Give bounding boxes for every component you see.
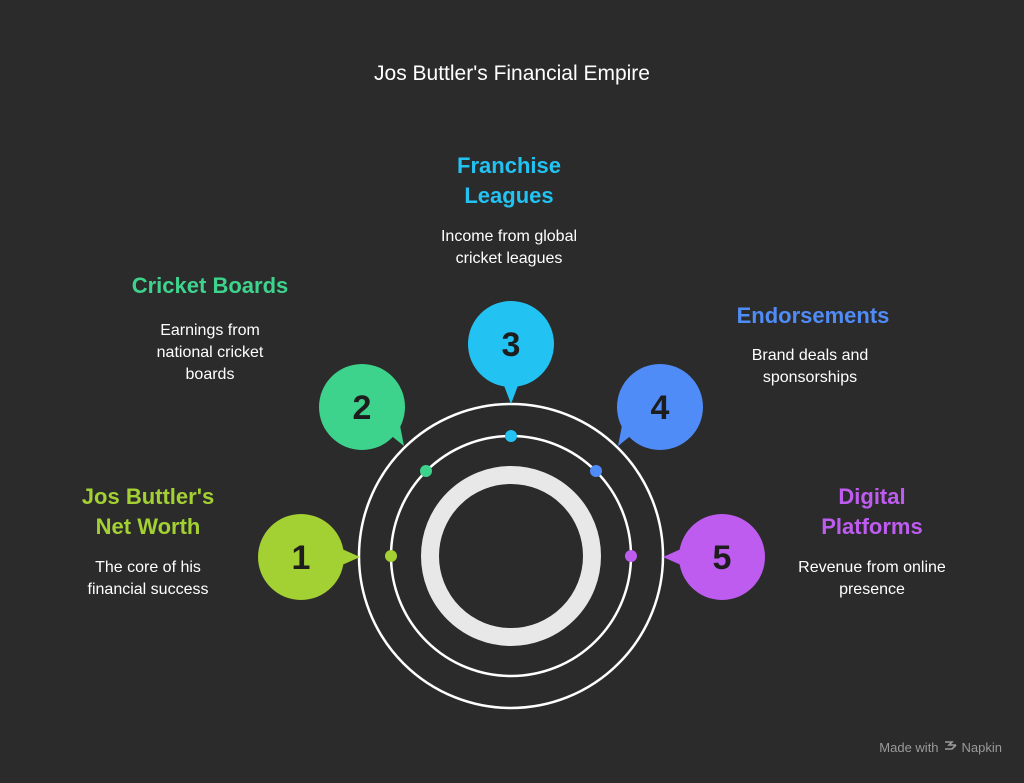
bubble-2: 2 bbox=[319, 364, 405, 450]
item-1-desc: The core of his financial success bbox=[48, 557, 248, 601]
item-5-desc-line1: Revenue from online bbox=[798, 559, 946, 576]
core-ring bbox=[421, 466, 601, 646]
item-1-desc-line2: financial success bbox=[87, 581, 209, 598]
made-with-napkin[interactable]: Made with Napkin bbox=[879, 739, 1002, 755]
item-1-desc-line1: The core of his bbox=[95, 559, 201, 576]
item-1-label: Jos Buttler's Net Worth bbox=[48, 482, 248, 542]
item-4-label-line1: Endorsements bbox=[736, 303, 890, 328]
bubble-5: 5 bbox=[663, 514, 765, 600]
item-3-label-line1: Franchise bbox=[457, 153, 561, 178]
dot-3 bbox=[505, 430, 517, 442]
item-5-label-line2: Platforms bbox=[821, 514, 923, 539]
item-5-label-line1: Digital bbox=[838, 484, 906, 509]
dot-2 bbox=[420, 465, 432, 477]
item-3-label: Franchise Leagues bbox=[409, 151, 609, 211]
bubble-3: 3 bbox=[468, 301, 554, 404]
bubble-5-number: 5 bbox=[713, 539, 732, 577]
bubble-4: 4 bbox=[617, 364, 703, 450]
item-1-label-line2: Net Worth bbox=[95, 514, 201, 539]
item-2-desc-line2: national cricket bbox=[156, 344, 264, 361]
item-5-desc: Revenue from online presence bbox=[762, 557, 982, 601]
dot-5 bbox=[625, 550, 637, 562]
item-4-label: Endorsements bbox=[703, 301, 923, 331]
bubble-1: 1 bbox=[258, 514, 360, 600]
item-4-desc-line2: sponsorships bbox=[762, 369, 858, 386]
napkin-logo-icon bbox=[944, 739, 957, 755]
bubble-2-number: 2 bbox=[353, 389, 372, 427]
bubble-4-number: 4 bbox=[651, 389, 670, 427]
outer-ring bbox=[357, 402, 665, 710]
dot-4 bbox=[590, 465, 602, 477]
item-4-desc: Brand deals and sponsorships bbox=[710, 345, 910, 389]
item-3-desc-line2: cricket leagues bbox=[455, 250, 563, 267]
item-3-desc-line1: Income from global bbox=[440, 228, 578, 245]
item-3-desc: Income from global cricket leagues bbox=[399, 226, 619, 270]
item-2-desc-line1: Earnings from bbox=[160, 322, 260, 339]
item-1-label-line1: Jos Buttler's bbox=[81, 484, 215, 509]
made-with-text: Made with bbox=[879, 739, 939, 755]
item-2-label: Cricket Boards bbox=[100, 271, 320, 301]
napkin-brand: Napkin bbox=[961, 739, 1002, 755]
item-2-desc-line3: boards bbox=[185, 366, 235, 383]
page-title: Jos Buttler's Financial Empire bbox=[374, 62, 650, 85]
item-5-label: Digital Platforms bbox=[772, 482, 972, 542]
bubble-3-number: 3 bbox=[502, 326, 521, 364]
item-2-label-line1: Cricket Boards bbox=[131, 273, 289, 298]
item-2-desc: Earnings from national cricket boards bbox=[110, 320, 310, 386]
dot-1 bbox=[385, 550, 397, 562]
item-4-desc-line1: Brand deals and bbox=[751, 347, 869, 364]
bubble-1-number: 1 bbox=[292, 539, 311, 577]
item-3-label-line2: Leagues bbox=[464, 183, 554, 208]
item-5-desc-line2: presence bbox=[839, 581, 905, 598]
